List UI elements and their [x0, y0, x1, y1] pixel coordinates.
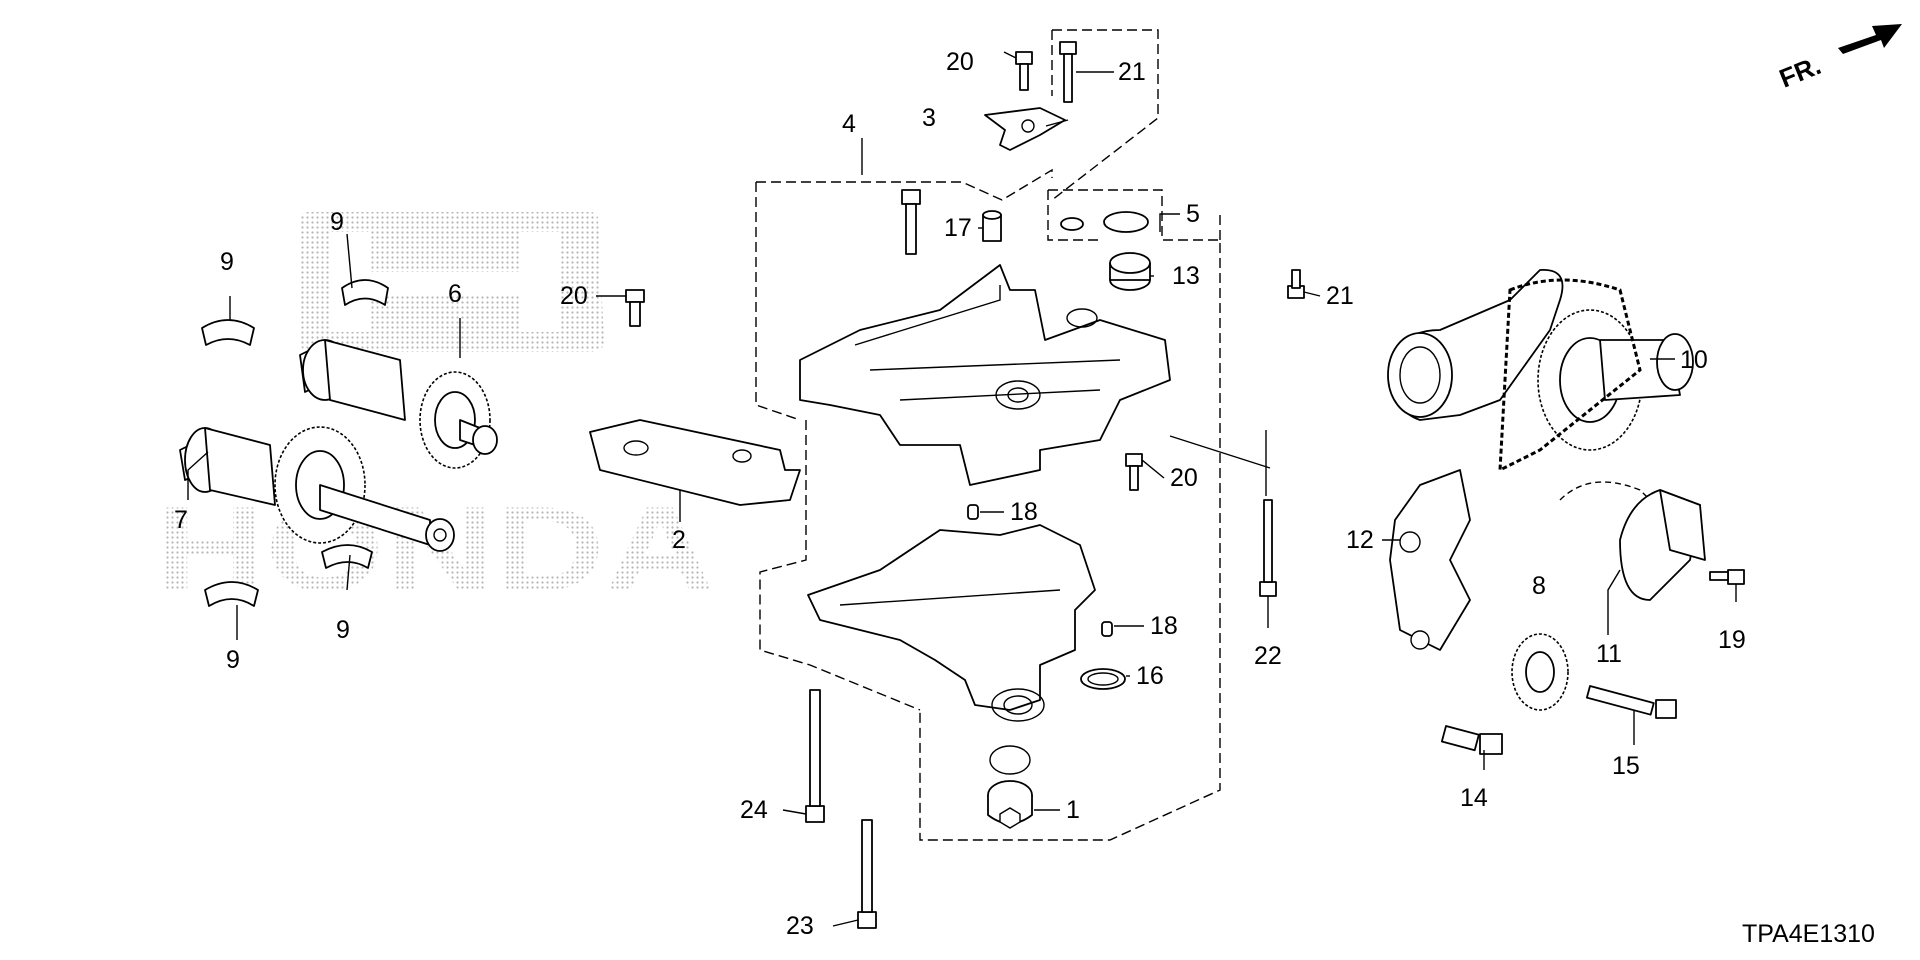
callout-22: 22 — [1254, 642, 1282, 670]
callout-20-top: 20 — [946, 48, 974, 76]
balancer-shaft-7 — [179, 426, 455, 552]
callout-5: 5 — [1186, 200, 1200, 228]
o-ring-set-5 — [1060, 211, 1149, 233]
balancer-shaft-6 — [299, 339, 498, 469]
bolts — [625, 41, 1745, 929]
callout-1: 1 — [1066, 796, 1080, 824]
timing-chain — [1498, 278, 1691, 541]
callout-9-top-left: 9 — [220, 248, 234, 276]
chain-guide-cover — [1387, 269, 1564, 421]
callout-15: 15 — [1612, 752, 1640, 780]
callout-20-mid: 20 — [1170, 464, 1198, 492]
callout-24: 24 — [740, 796, 768, 824]
callout-2: 2 — [672, 526, 686, 554]
callout-14: 14 — [1460, 784, 1488, 812]
callout-19: 19 — [1718, 626, 1746, 654]
bracket-3 — [984, 107, 1066, 151]
callout-9-bottom: 9 — [336, 616, 350, 644]
collar-13 — [1109, 252, 1151, 291]
callout-17: 17 — [944, 214, 972, 242]
callout-9-top: 9 — [330, 208, 344, 236]
sprocket-10 — [1537, 309, 1694, 451]
callout-11: 11 — [1596, 640, 1622, 668]
group-outlines — [755, 29, 1221, 841]
tensioner-11 — [1619, 489, 1706, 601]
callout-13: 13 — [1172, 262, 1200, 290]
callout-4: 4 — [842, 110, 856, 138]
leader-lines — [187, 51, 1737, 927]
dowels-18 — [967, 504, 1113, 637]
sprocket-8 — [1511, 633, 1569, 711]
upper-balancer-housing — [799, 264, 1171, 486]
drain-plug-1 — [987, 780, 1033, 829]
callout-10: 10 — [1680, 346, 1708, 374]
callout-18-lower: 18 — [1150, 612, 1178, 640]
callout-9-bottom-left: 9 — [226, 646, 240, 674]
callout-6: 6 — [448, 280, 462, 308]
o-ring-16 — [1080, 668, 1126, 690]
callout-labels: 1 2 3 4 5 6 7 8 9 9 9 9 10 11 12 13 14 1… — [174, 48, 1746, 940]
lower-balancer-housing — [807, 524, 1096, 775]
callout-16: 16 — [1136, 662, 1164, 690]
callout-3: 3 — [922, 104, 936, 132]
callout-8: 8 — [1532, 572, 1546, 600]
callout-21-right: 21 — [1326, 282, 1354, 310]
callout-23: 23 — [786, 912, 814, 940]
dowel-17 — [982, 210, 1002, 242]
callout-7: 7 — [174, 506, 188, 534]
callout-20-left: 20 — [560, 282, 588, 310]
callout-18-upper: 18 — [1010, 498, 1038, 526]
bearing-halves — [201, 279, 389, 607]
direction-label: FR. — [1775, 50, 1825, 94]
callout-12: 12 — [1346, 526, 1374, 554]
baffle-plate-2 — [589, 419, 801, 506]
diagram-code: TPA4E1310 — [1742, 920, 1875, 948]
chain-guide-12 — [1389, 469, 1471, 651]
front-direction-indicator: FR. — [1775, 24, 1902, 94]
callout-21-top: 21 — [1118, 58, 1146, 86]
